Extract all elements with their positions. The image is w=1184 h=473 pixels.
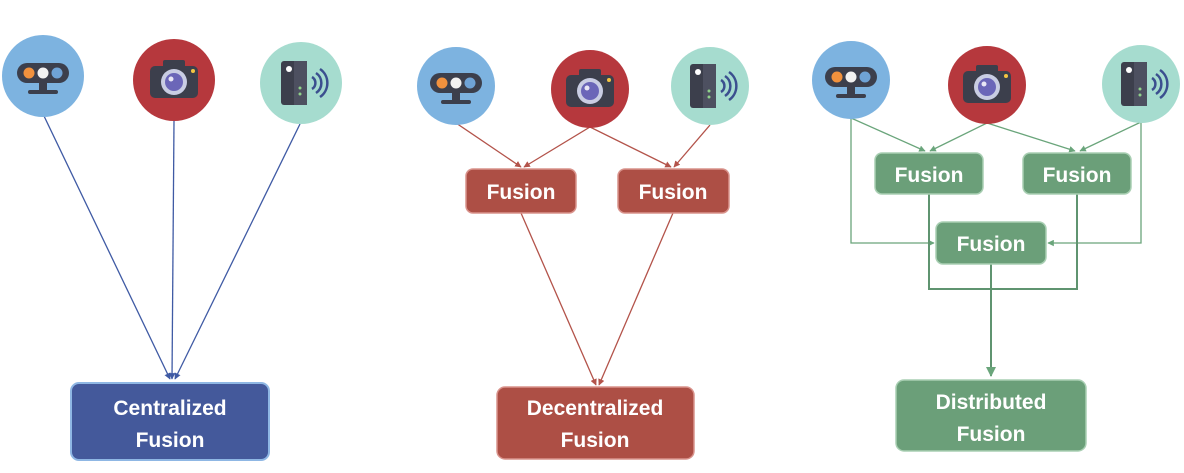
decentralized-fusion-right: Fusion [617,168,730,214]
centralized-panel: Centralized Fusion [2,35,342,461]
distributed-fusion-center: Fusion [935,221,1047,265]
edge-camera-to-fusion-left [523,126,591,168]
edge-fusion-left-down [928,194,991,290]
fusion-label: Fusion [895,164,964,187]
distributed-merge-edges [928,194,1078,377]
depth-camera-sensor [812,41,890,119]
edge-camera-to-fusion-right [589,126,672,168]
decentralized-edges [455,122,711,386]
centralized-fusion-box: Centralized Fusion [70,382,270,461]
edge-radar-to-fusion-center [1047,122,1142,247]
distributed-fusion-box: Distributed Fusion [895,379,1087,452]
distributed-fusion-label-line2: Fusion [957,423,1026,446]
edge-depth-to-fusion-left [455,122,522,168]
decentralized-fusion-label-line1: Decentralized [527,397,664,420]
decentralized-fusion-label-line2: Fusion [561,429,630,452]
edge-fusion-right-to-result [598,212,674,386]
radar-sensor [671,47,749,125]
decentralized-fusion-left: Fusion [465,168,577,214]
edge-fusion-left-to-result [520,212,597,386]
decentralized-fusion-box: Decentralized Fusion [496,386,695,460]
distributed-fusion-right: Fusion [1022,152,1132,195]
edge-fusion-right-down [991,194,1078,290]
edge-camera-to-fusion-right [986,122,1076,153]
radar-sensor [260,42,342,124]
camera-sensor [948,46,1026,124]
edge-camera-to-centralized [168,120,176,380]
edge-depth-to-centralized [43,115,171,380]
fusion-label: Fusion [639,181,708,204]
radar-sensor [1102,45,1180,123]
distributed-fusion-left: Fusion [874,152,984,195]
distributed-edges [850,117,1142,247]
fusion-label: Fusion [1043,164,1112,187]
edge-depth-to-fusion-center [850,118,935,247]
edge-radar-to-centralized [174,123,301,380]
edge-camera-to-fusion-left [929,122,988,152]
camera-sensor [133,39,215,121]
fusion-label: Fusion [487,181,556,204]
depth-camera-sensor [2,35,84,117]
distributed-panel: Fusion Fusion Fusion Distributed Fusion [812,41,1180,452]
distributed-fusion-label-line1: Distributed [936,391,1047,414]
decentralized-panel: Fusion Fusion Decentralized Fusion [417,47,749,460]
edge-radar-to-fusion-right [1079,121,1142,152]
centralized-fusion-label-line1: Centralized [113,397,226,420]
depth-camera-sensor [417,47,495,125]
edge-radar-to-fusion-right [673,124,711,168]
edge-depth-to-fusion-left [850,117,926,152]
camera-sensor [551,50,629,128]
centralized-edges [43,115,301,380]
centralized-fusion-label-line2: Fusion [136,429,205,452]
fusion-label: Fusion [957,233,1026,256]
